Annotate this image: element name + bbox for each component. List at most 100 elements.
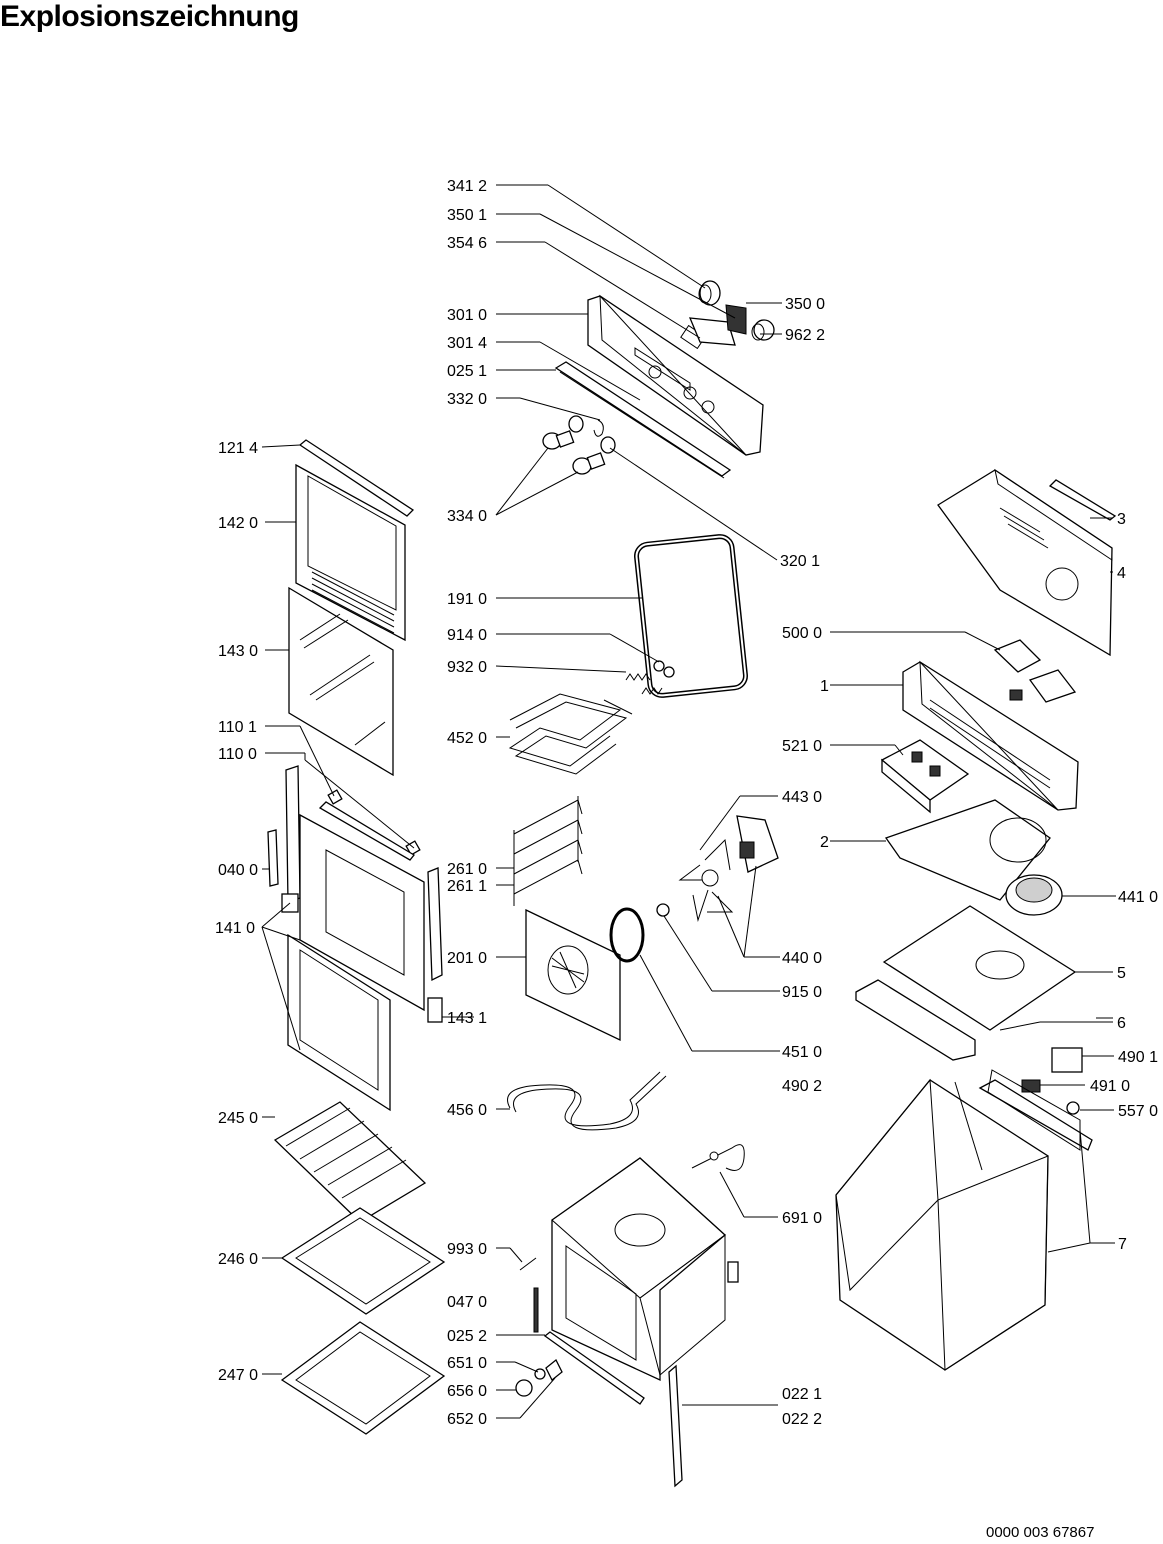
part-label: 047 0 — [447, 1294, 487, 1311]
cooling-fan — [1005, 874, 1063, 916]
part-label: 451 0 — [782, 1044, 822, 1061]
baking-tray — [280, 1207, 446, 1315]
screw-part — [519, 1257, 537, 1271]
part-label: 110 0 — [218, 746, 257, 763]
deep-tray — [280, 1321, 446, 1435]
part-label: 3 — [1117, 511, 1126, 528]
part-label: 261 0 — [447, 861, 487, 878]
part-label: 334 0 — [447, 508, 487, 525]
part-label: 452 0 — [447, 730, 487, 747]
part-label: 121 4 — [218, 440, 258, 457]
part-label: 245 0 — [218, 1110, 258, 1127]
part-label: 7 — [1118, 1236, 1127, 1253]
part-label: 652 0 — [447, 1411, 487, 1428]
outer-door — [287, 813, 425, 1112]
parts-layer — [267, 280, 1117, 1488]
panel-rail — [554, 361, 732, 479]
part-label: 656 0 — [447, 1383, 487, 1400]
door-handle — [318, 801, 415, 861]
fan-cover — [525, 908, 621, 1042]
bottom-heating-element — [507, 1071, 667, 1131]
side-strip — [668, 1364, 683, 1488]
switch-parts — [542, 415, 616, 475]
part-label: 191 0 — [447, 591, 487, 608]
part-label: 6 — [1117, 1015, 1126, 1032]
part-label: 490 1 — [1118, 1049, 1158, 1066]
part-label: 141 0 — [215, 920, 255, 937]
front-strip — [855, 979, 976, 1061]
part-label: 441 0 — [1118, 889, 1158, 906]
lamp-parts — [515, 1358, 563, 1397]
nut-part — [656, 903, 670, 917]
part-label: 4 — [1117, 565, 1126, 582]
part-label: 440 0 — [782, 950, 822, 967]
part-label: 1 — [820, 678, 829, 695]
outer-casing — [835, 1069, 1093, 1371]
part-label: 490 2 — [782, 1078, 822, 1095]
wire-rack — [273, 1101, 427, 1223]
door-trim — [298, 439, 415, 517]
part-label: 5 — [1117, 965, 1126, 982]
part-label: 143 1 — [447, 1010, 487, 1027]
part-label: 022 1 — [782, 1386, 822, 1403]
part-label: 521 0 — [782, 738, 822, 755]
fan-housing-cover — [884, 799, 1051, 901]
oven-cavity — [551, 1157, 739, 1382]
part-label: 301 4 — [447, 335, 487, 352]
part-label: 354 6 — [447, 235, 487, 252]
door-inner-frame — [295, 463, 406, 642]
part-label: 914 0 — [447, 627, 487, 644]
part-label: 025 2 — [447, 1328, 487, 1345]
knob-part — [698, 280, 721, 306]
fan-motor — [736, 815, 779, 873]
part-label: 341 2 — [447, 178, 487, 195]
part-label: 350 1 — [447, 207, 487, 224]
part-label: 443 0 — [782, 789, 822, 806]
lower-rail — [543, 1331, 645, 1405]
leader-lines — [261, 184, 1116, 1419]
document-number: 0000 003 67867 — [986, 1524, 1095, 1541]
circular-heating-element — [609, 907, 645, 963]
part-label: 201 0 — [447, 950, 487, 967]
part-label: 2 — [820, 834, 829, 851]
top-cover-assembly — [937, 468, 1117, 657]
part-number-labels: 341 2 350 1 354 6 301 0 301 4 025 1 332 … — [215, 178, 1158, 1428]
part-label: 320 1 — [780, 553, 820, 570]
part-label: 142 0 — [218, 515, 258, 532]
bracket-part — [327, 789, 343, 805]
part-label: 500 0 — [782, 625, 822, 642]
door-glass — [288, 586, 394, 777]
part-label: 246 0 — [218, 1251, 258, 1268]
relay-board — [993, 639, 1077, 703]
part-label: 651 0 — [447, 1355, 487, 1372]
electronics-module — [880, 739, 970, 814]
part-label: 040 0 — [218, 862, 258, 879]
door-hinge-right — [427, 867, 443, 1023]
part-label: 915 0 — [782, 984, 822, 1001]
button-cap — [751, 319, 775, 341]
part-label: 261 1 — [447, 878, 487, 895]
bar-part — [533, 1287, 539, 1333]
part-label: 110 1 — [218, 719, 257, 736]
part-label: 456 0 — [447, 1102, 487, 1119]
part-label: 301 0 — [447, 307, 487, 324]
control-housing — [902, 660, 1079, 811]
top-heating-element — [508, 693, 633, 775]
spring-parts — [625, 660, 675, 695]
part-label: 025 1 — [447, 363, 487, 380]
part-label: 993 0 — [447, 1241, 487, 1258]
thermostat-sensor — [691, 1144, 745, 1171]
part-label: 962 2 — [785, 327, 825, 344]
part-label: 491 0 — [1090, 1078, 1130, 1095]
control-panel — [587, 294, 764, 456]
part-label: 932 0 — [447, 659, 487, 676]
display-module — [688, 304, 747, 346]
part-label: 022 2 — [782, 1411, 822, 1428]
part-label: 143 0 — [218, 643, 258, 660]
fan-blade — [678, 838, 734, 922]
part-label: 350 0 — [785, 296, 825, 313]
part-label: 332 0 — [447, 391, 487, 408]
part-label: 691 0 — [782, 1210, 822, 1227]
part-label: 557 0 — [1118, 1103, 1158, 1120]
